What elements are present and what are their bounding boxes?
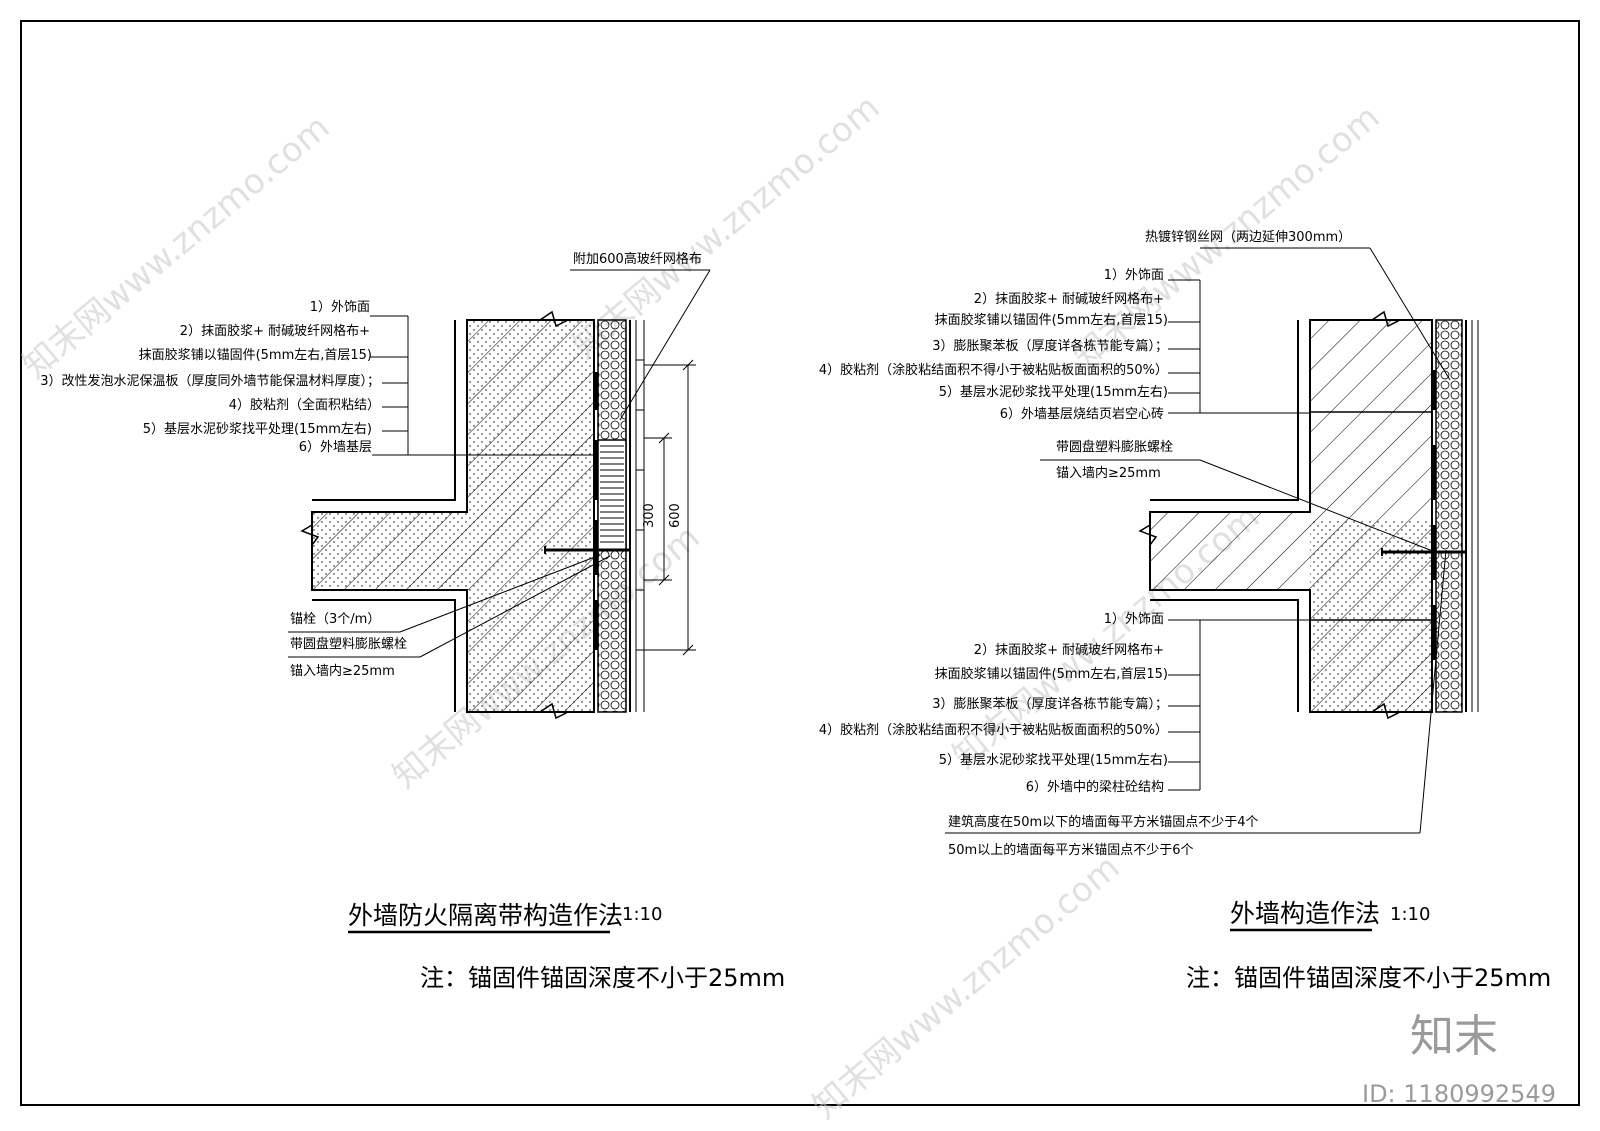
right-layer-label: 1）外饰面 <box>1103 268 1164 283</box>
right-layer-label: 6）外墙基层烧结页岩空心砖 <box>999 407 1164 422</box>
drawing-frame <box>20 20 1580 1106</box>
right-layer-label: 5）基层水泥砂浆找平处理(15mm左右) <box>938 385 1168 400</box>
right-anchor-label: 锚入墙内≥25mm <box>1056 466 1161 481</box>
right-bottom-note: 建筑高度在50m以下的墙面每平方米锚固点不少于4个 <box>948 815 1259 830</box>
dimension-300: 300 <box>642 503 657 528</box>
right-layer-label: 3）膨胀聚苯板（厚度详各栋节能专篇）； <box>932 339 1168 354</box>
right-layer-label: 2）抹面胶浆+ 耐碱玻纤网格布+ <box>973 643 1164 658</box>
right-drawing-title: 外墙构造作法 <box>1230 899 1381 928</box>
right-layer-label: 4）胶粘剂（涂胶粘结面积不得小于被粘贴板面面积的50%） <box>818 723 1168 738</box>
left-layer-label: 4）胶粘剂（全面积粘结） <box>228 398 380 413</box>
right-layer-label: 5）基层水泥砂浆找平处理(15mm左右) <box>938 753 1168 768</box>
right-layer-label: 抹面胶浆铺以锚固件(5mm左右,首层15) <box>934 667 1168 682</box>
left-drawing-scale: 1:10 <box>622 904 663 925</box>
right-layer-label: 抹面胶浆铺以锚固件(5mm左右,首层15) <box>934 313 1168 328</box>
image-id: ID: 1180992549 <box>1362 1080 1556 1108</box>
right-layer-label: 2）抹面胶浆+ 耐碱玻纤网格布+ <box>973 292 1164 307</box>
brand-logo: 知末 <box>1410 1011 1498 1062</box>
left-layer-label: 5）基层水泥砂浆找平处理(15mm左右) <box>142 422 372 437</box>
right-layer-label: 6）外墙中的梁柱砼结构 <box>1025 780 1164 795</box>
left-layer-label: 1）外饰面 <box>309 300 370 315</box>
right-layer-label: 3）膨胀聚苯板（厚度详各栋节能专篇）； <box>932 697 1168 712</box>
right-section-drawing <box>945 247 1479 834</box>
left-mesh-label: 附加600高玻纤网格布 <box>573 252 702 267</box>
dimension-600: 600 <box>668 503 683 528</box>
right-bottom-note: 50m以上的墙面每平方米锚固点不少于6个 <box>948 843 1194 858</box>
left-note: 注：锚固件锚固深度不小于25mm <box>420 964 786 992</box>
left-layer-label: 6）外墙基层 <box>298 440 372 455</box>
right-drawing-scale: 1:10 <box>1390 904 1431 925</box>
right-layer-label: 4）胶粘剂（涂胶粘结面积不得小于被粘贴板面面积的50%） <box>818 363 1168 378</box>
left-section-drawing <box>288 269 711 720</box>
right-anchor-label: 带圆盘塑料膨胀螺栓 <box>1056 440 1174 455</box>
left-layer-label: 3）改性发泡水泥保温板（厚度同外墙节能保温材料厚度）； <box>40 374 380 389</box>
left-drawing-title: 外墙防火隔离带构造作法 <box>348 901 624 930</box>
left-layer-label: 2）抹面胶浆+ 耐碱玻纤网格布+ <box>179 324 370 339</box>
left-anchor-label: 锚栓（3个/m） <box>290 612 381 627</box>
right-layer-label: 1）外饰面 <box>1103 612 1164 627</box>
left-anchor-label: 锚入墙内≥25mm <box>290 664 395 679</box>
right-note: 注：锚固件锚固深度不小于25mm <box>1186 964 1552 992</box>
left-anchor-label: 带圆盘塑料膨胀螺栓 <box>290 637 408 652</box>
left-layer-label: 抹面胶浆铺以锚固件(5mm左右,首层15) <box>138 348 372 363</box>
right-mesh-label: 热镀锌钢丝网（两边延伸300mm） <box>1145 230 1352 245</box>
